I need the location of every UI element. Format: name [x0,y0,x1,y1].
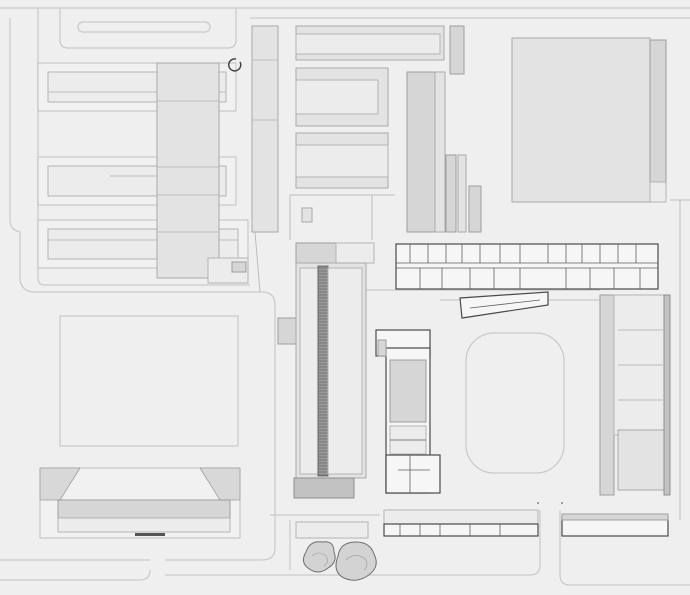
path-marker [537,502,539,504]
rotunda-marker [228,58,242,72]
narrow-wing [251,25,279,233]
school-wing-plan [295,242,659,319]
south-plan-buildings [295,509,669,539]
road-network [0,7,690,586]
middle-plan-building [375,329,441,494]
crossing-tower [156,62,220,279]
colonnade-stripes [318,267,328,476]
southwest-building [39,467,241,539]
block-d [406,71,436,233]
tree-east [335,541,377,581]
sports-field [465,332,565,474]
open-square [59,315,239,447]
tree-group [302,541,377,581]
central-north-blocks [295,25,482,233]
long-hall [277,262,367,499]
east-large-block [511,37,667,203]
east-strip-buildings [599,294,671,496]
west-hall-group [37,58,249,284]
tree-west [302,541,336,573]
southwest-entrance [135,533,165,536]
path-marker [561,502,563,504]
hall-colonnade [317,265,329,477]
